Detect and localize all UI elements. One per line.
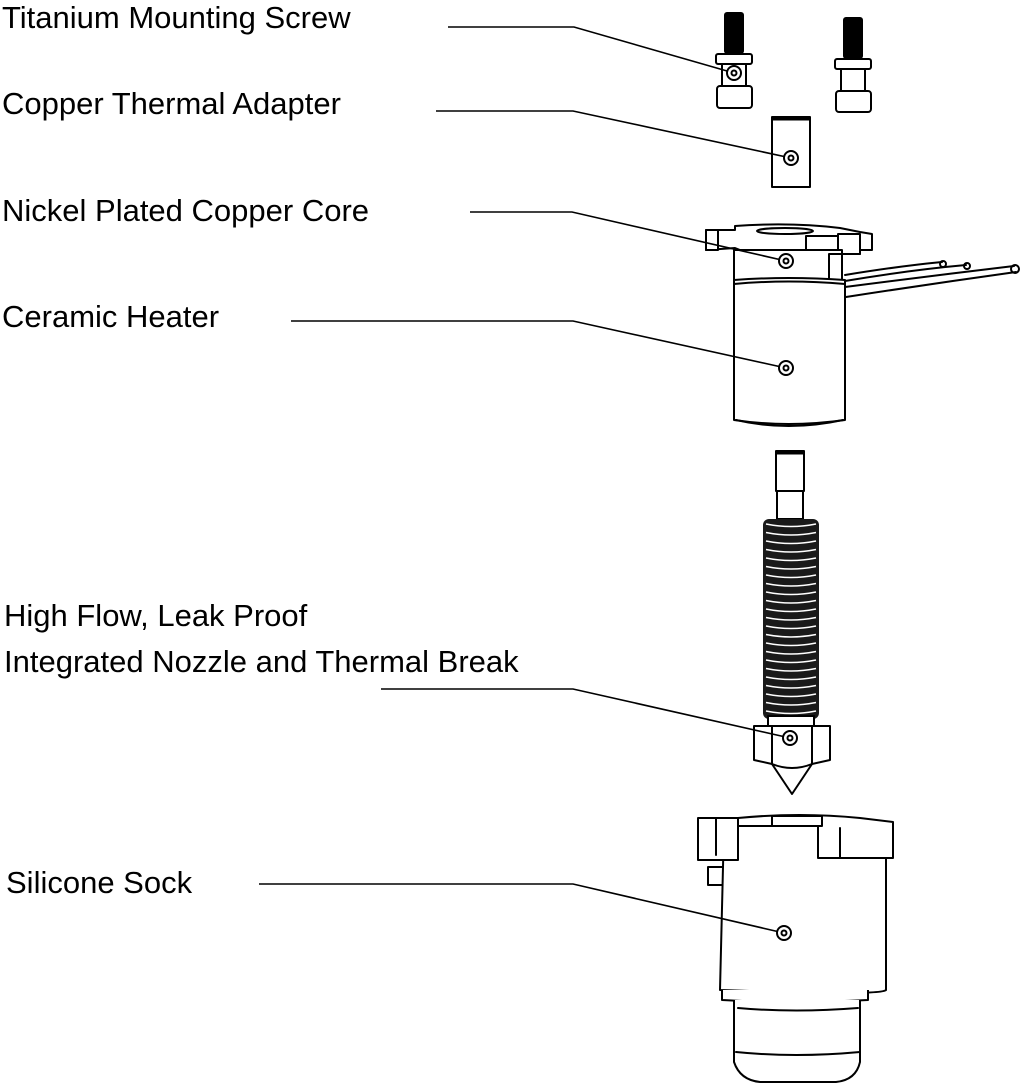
thread-groove xyxy=(765,608,817,613)
thread-groove xyxy=(765,523,817,528)
nozzle-thermal-break-part xyxy=(753,450,831,795)
screw-head-right xyxy=(835,90,872,113)
thread-groove xyxy=(765,599,817,604)
thread-groove xyxy=(765,710,817,715)
thread-groove xyxy=(765,540,817,545)
thread-groove xyxy=(765,531,817,536)
heater-wires xyxy=(844,260,1020,298)
thread-groove xyxy=(765,667,817,672)
leader-copper-thermal-adapter xyxy=(436,110,799,166)
label-copper-thermal-adapter: Copper Thermal Adapter xyxy=(2,86,341,121)
leader-nozzle-thermal-break xyxy=(381,688,798,746)
label-ceramic-heater: Ceramic Heater xyxy=(2,299,220,334)
label-silicone-sock: Silicone Sock xyxy=(6,865,193,900)
screw-shank-right xyxy=(840,68,866,92)
label-nozzle-line-2: Integrated Nozzle and Thermal Break xyxy=(4,644,519,679)
silicone-sock-part xyxy=(697,814,894,1083)
titanium-mounting-screw-right xyxy=(834,17,872,113)
leader-nickel-plated-copper-core xyxy=(470,211,794,269)
screw-thread-left xyxy=(724,12,744,54)
thread-groove xyxy=(765,574,817,579)
label-nickel-plated-copper-core: Nickel Plated Copper Core xyxy=(2,193,370,228)
thread-groove xyxy=(765,693,817,698)
thread-groove xyxy=(765,625,817,630)
screw-thread-right xyxy=(843,17,863,59)
label-titanium-mounting-screw: Titanium Mounting Screw xyxy=(2,0,351,35)
label-nozzle-line-1: High Flow, Leak Proof xyxy=(4,598,308,633)
leader-titanium-mounting-screw xyxy=(448,26,742,81)
leader-ceramic-heater xyxy=(291,320,794,376)
ceramic-heater-part xyxy=(733,277,846,427)
thread-groove xyxy=(765,684,817,689)
thread-groove xyxy=(765,557,817,562)
thread-grooves xyxy=(765,523,817,715)
thread-groove xyxy=(765,676,817,681)
thread-groove xyxy=(765,565,817,570)
screw-head-left xyxy=(716,85,753,109)
leader-silicone-sock xyxy=(259,883,792,941)
thread-groove xyxy=(765,548,817,553)
nickel-plated-copper-core-part xyxy=(705,223,873,281)
thread-groove xyxy=(765,633,817,638)
screw-washer-right xyxy=(834,58,872,70)
thread-groove xyxy=(765,701,817,706)
titanium-mounting-screw-left xyxy=(715,12,753,109)
thread-groove xyxy=(765,591,817,596)
thread-groove xyxy=(765,616,817,621)
thread-groove xyxy=(765,642,817,647)
thread-groove xyxy=(765,582,817,587)
screw-washer-left xyxy=(715,53,753,65)
thread-groove xyxy=(765,659,817,664)
thread-groove xyxy=(765,650,817,655)
